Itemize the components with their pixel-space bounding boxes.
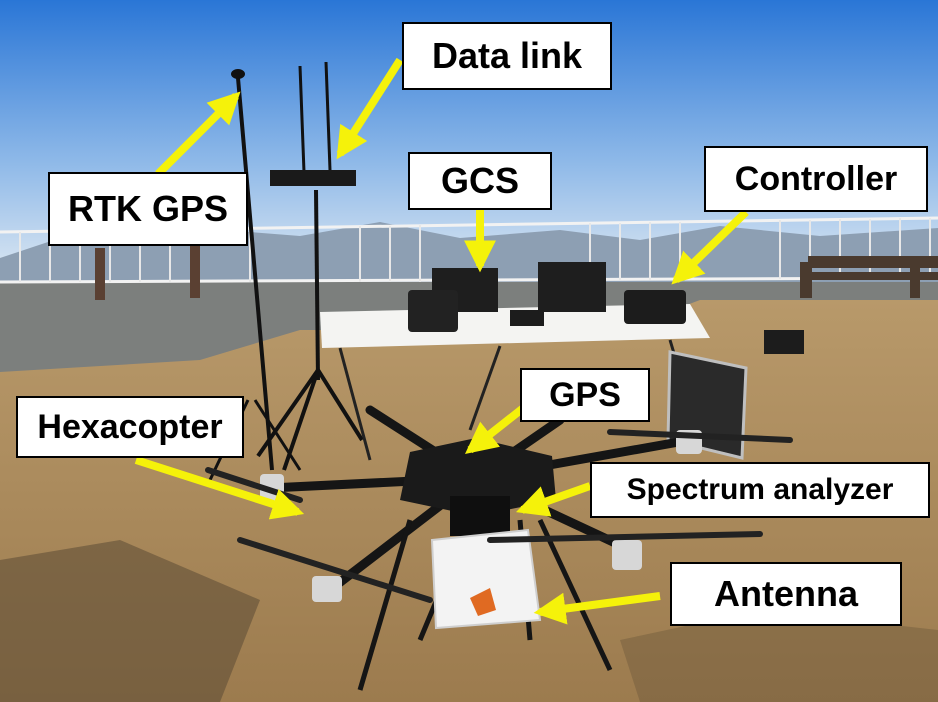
- data-link-unit: [270, 170, 356, 186]
- arrow-spectrum-analyzer: [515, 482, 592, 517]
- arrow-controller: [671, 209, 749, 285]
- shadow: [0, 540, 260, 702]
- power-station: [408, 290, 458, 332]
- label-data-link: Data link: [402, 22, 612, 90]
- radio-unit: [510, 310, 544, 326]
- post: [190, 246, 200, 298]
- label-gcs: GCS: [408, 152, 552, 210]
- post: [95, 248, 105, 300]
- arrow-hexacopter: [134, 456, 305, 520]
- label-antenna: Antenna: [670, 562, 902, 626]
- shadow: [620, 610, 938, 702]
- bench: [800, 256, 938, 298]
- label-gps: GPS: [520, 368, 650, 422]
- arrow-rtk-gps: [155, 91, 241, 177]
- logo-mark: [470, 588, 496, 616]
- data-link-tripod: [256, 61, 364, 471]
- label-spectrum-analyzer: Spectrum analyzer: [590, 462, 930, 518]
- controller-box: [624, 290, 686, 324]
- label-rtk-gps: RTK GPS: [48, 172, 248, 246]
- annotation-arrows: [134, 57, 749, 625]
- label-controller: Controller: [704, 146, 928, 212]
- arrow-data-link: [336, 57, 404, 160]
- rtk-gps-receiver: [231, 69, 245, 79]
- label-hexacopter: Hexacopter: [16, 396, 244, 458]
- chair: [538, 262, 606, 312]
- hexacopter: [205, 405, 793, 691]
- arrow-antenna: [533, 592, 661, 625]
- bag: [764, 330, 804, 354]
